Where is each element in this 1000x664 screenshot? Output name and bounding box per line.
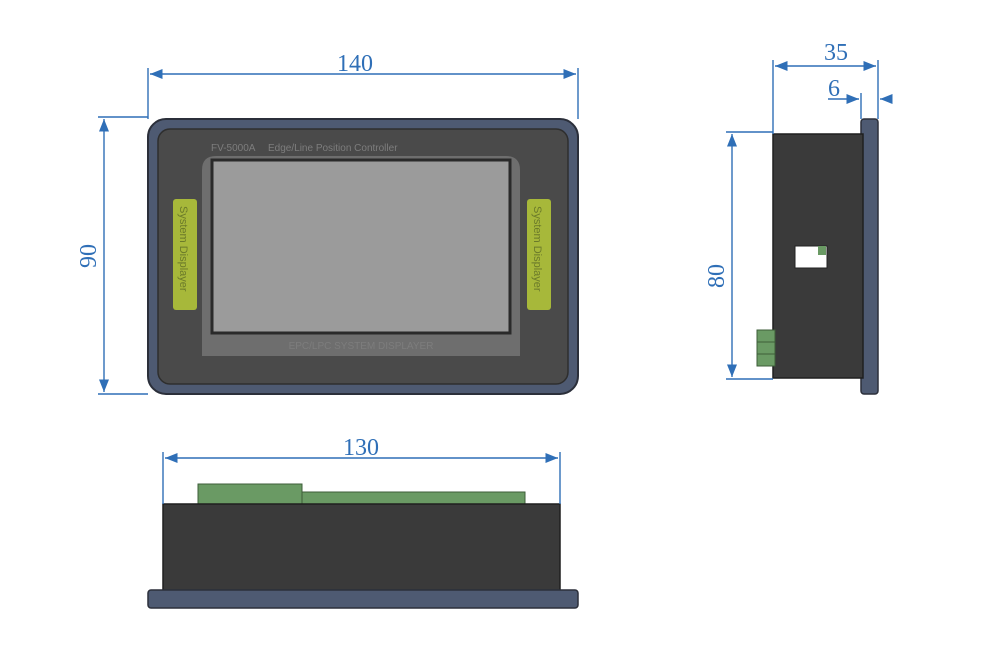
bottom-width-dimension: 130 bbox=[162, 435, 561, 504]
bottom-connector-large bbox=[197, 483, 303, 507]
front-width-value: 140 bbox=[337, 51, 373, 77]
left-tab bbox=[173, 199, 197, 310]
front-height-value: 90 bbox=[76, 244, 102, 268]
side-bezel-value: 6 bbox=[828, 76, 840, 102]
right-tab-label: System Displayer bbox=[531, 206, 543, 292]
side-depth-dimension: 35 bbox=[772, 40, 879, 134]
front-height-dimension: 90 bbox=[76, 116, 148, 395]
side-connector bbox=[756, 329, 776, 367]
bottom-label: EPC/LPC SYSTEM DISPLAYER bbox=[289, 341, 434, 352]
bottom-flange bbox=[147, 589, 579, 609]
right-tab bbox=[527, 199, 551, 310]
display-screen bbox=[210, 158, 512, 335]
front-view: System Displayer System Displayer FV-500… bbox=[147, 118, 579, 395]
bottom-width-value: 130 bbox=[343, 435, 379, 461]
side-bezel-dimension: 6 bbox=[828, 76, 893, 119]
left-tab-label: System Displayer bbox=[177, 206, 189, 292]
side-depth-value: 35 bbox=[824, 40, 848, 66]
bottom-body bbox=[162, 503, 561, 593]
side-height-value: 80 bbox=[704, 264, 730, 288]
bottom-view bbox=[147, 483, 579, 609]
title-label: Edge/Line Position Controller bbox=[268, 143, 398, 154]
side-height-dimension: 80 bbox=[704, 131, 773, 380]
front-width-dimension: 140 bbox=[147, 51, 579, 119]
side-window-tab bbox=[818, 246, 826, 255]
side-view bbox=[756, 118, 879, 395]
model-label: FV-5000A bbox=[211, 143, 256, 154]
